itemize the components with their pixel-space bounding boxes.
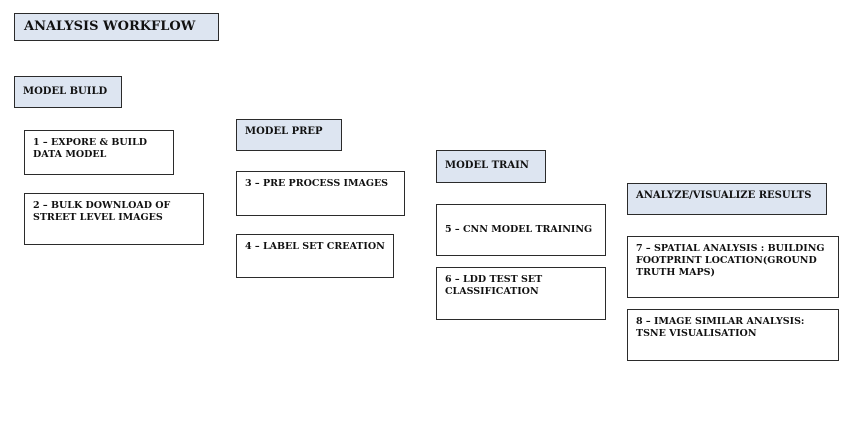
step-7-label: 7 – SPATIAL ANALYSIS : BUILDING FOOTPRIN… xyxy=(636,243,825,278)
step-4-label: 4 – LABEL SET CREATION xyxy=(245,241,385,252)
stage-header-analyze-visualize: ANALYZE/VISUALIZE RESULTS xyxy=(627,183,827,215)
stage-header-model-prep: MODEL PREP xyxy=(236,119,342,151)
step-4-label-set-creation: 4 – LABEL SET CREATION xyxy=(236,234,394,278)
step-5-label: 5 – CNN MODEL TRAINING xyxy=(445,224,593,236)
stage-header-model-build: MODEL BUILD xyxy=(14,76,122,108)
step-2-bulk-download-images: 2 – BULK DOWNLOAD OF STREET LEVEL IMAGES xyxy=(24,193,204,245)
step-7-spatial-analysis: 7 – SPATIAL ANALYSIS : BUILDING FOOTPRIN… xyxy=(627,236,839,298)
step-8-image-similar-analysis: 8 – IMAGE SIMILAR ANALYSIS: TSNE VISUALI… xyxy=(627,309,839,361)
step-3-label: 3 – PRE PROCESS IMAGES xyxy=(245,178,389,189)
step-3-pre-process-images: 3 – PRE PROCESS IMAGES xyxy=(236,171,405,216)
step-6-ldd-test-set-classification: 6 – LDD TEST SET CLASSIFICATION xyxy=(436,267,606,320)
step-1-label: 1 – EXPORE & BUILD DATA MODEL xyxy=(33,137,148,160)
step-1-explore-build-data-model: 1 – EXPORE & BUILD DATA MODEL xyxy=(24,130,174,175)
step-6-label: 6 – LDD TEST SET CLASSIFICATION xyxy=(445,274,543,297)
step-5-cnn-model-training: 5 – CNN MODEL TRAINING xyxy=(436,204,606,256)
stage-header-model-train: MODEL TRAIN xyxy=(436,150,546,183)
step-2-label: 2 – BULK DOWNLOAD OF STREET LEVEL IMAGES xyxy=(33,200,171,223)
step-8-label: 8 – IMAGE SIMILAR ANALYSIS: TSNE VISUALI… xyxy=(636,316,805,339)
workflow-title: ANALYSIS WORKFLOW xyxy=(14,13,219,41)
